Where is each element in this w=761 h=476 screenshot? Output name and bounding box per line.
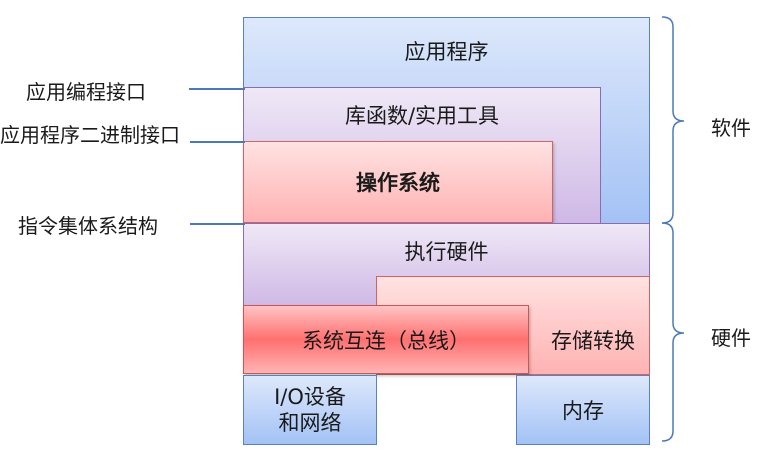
os-label: 操作系统 [356,171,440,195]
hardware-brace [661,222,685,442]
io-devices-label-line2: 和网络 [278,411,342,435]
isa-label: 指令集体系结构 [18,214,158,238]
api-connector [189,88,245,90]
execution-hardware-label: 执行硬件 [404,240,489,264]
abi-label: 应用程序二进制接口 [0,123,180,147]
system-interconnect-label: 系统互连（总线） [302,328,470,353]
application-label: 应用程序 [404,40,489,64]
system-interconnect-layer: 系统互连（总线） [243,305,529,374]
api-label: 应用编程接口 [26,80,146,104]
software-brace [661,16,685,224]
hardware-label: 硬件 [711,326,751,350]
library-label: 库函数/实用工具 [344,104,500,128]
io-devices-box: I/O设备 和网络 [243,375,377,445]
main-memory-label: 内存 [562,399,604,423]
abi-connector [190,141,245,143]
main-memory-box: 内存 [516,375,650,445]
software-label: 软件 [711,116,751,140]
isa-connector [190,223,245,225]
memory-translation-label: 存储转换 [551,328,635,353]
os-layer: 操作系统 [243,141,553,223]
io-devices-label-line1: I/O设备 [274,385,346,409]
